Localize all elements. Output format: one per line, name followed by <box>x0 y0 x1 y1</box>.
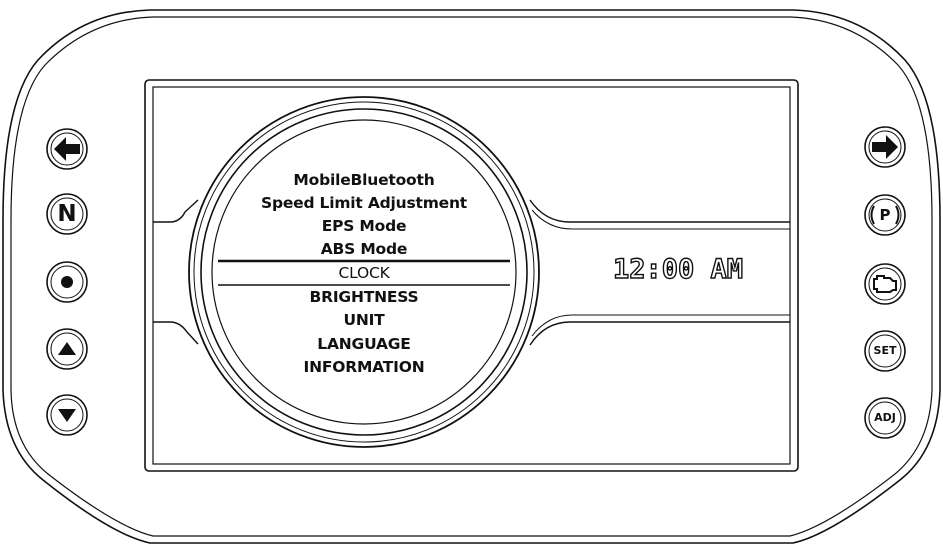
turn-left-arrow-icon <box>46 128 88 170</box>
clock-display: 12:00 AM <box>612 253 744 285</box>
screen-bezel <box>144 79 799 472</box>
trim-line-lower-right-2 <box>531 314 790 337</box>
adj-label: ADJ <box>874 411 896 424</box>
trim-line-lower-right <box>529 321 790 346</box>
dial-ring-2 <box>193 101 535 443</box>
housing-inner <box>10 16 933 537</box>
set-label: SET <box>873 344 897 357</box>
down-triangle-icon <box>46 394 88 436</box>
engine-warning-icon <box>864 263 906 305</box>
up-triangle-icon <box>46 328 88 370</box>
menu-item-eps-mode[interactable]: EPS Mode <box>321 217 407 235</box>
housing-outer <box>2 9 941 544</box>
neutral-label: N <box>57 201 77 227</box>
trim-line-lower <box>153 321 199 345</box>
set-button-icon[interactable] <box>864 330 906 372</box>
dial-inner-ring <box>211 119 517 425</box>
dial-ring-3 <box>200 108 528 436</box>
menu-item-unit[interactable]: UNIT <box>343 311 385 329</box>
menu-item-information[interactable]: INFORMATION <box>303 358 425 376</box>
dot-icon <box>46 261 88 303</box>
parking-brake-icon <box>864 194 906 236</box>
neutral-indicator: N <box>46 193 88 235</box>
parking-indicator: P <box>864 194 906 236</box>
trim-line-upper-right-2 <box>531 209 790 230</box>
dial-outer-ring <box>188 96 540 448</box>
adj-button[interactable]: ADJ <box>864 397 906 439</box>
menu-item-language[interactable]: LANGUAGE <box>317 335 411 353</box>
menu-item-abs-mode[interactable]: ABS Mode <box>320 240 408 258</box>
parking-label: P <box>879 206 891 224</box>
neutral-icon <box>46 193 88 235</box>
turn-right-arrow-icon <box>864 126 906 168</box>
trim-line-upper <box>153 199 199 223</box>
set-button[interactable]: SET <box>864 330 906 372</box>
screen <box>152 86 791 465</box>
menu-item-clock[interactable]: CLOCK <box>338 264 390 282</box>
trim-line-upper-right <box>529 199 790 223</box>
adj-button-icon[interactable] <box>864 397 906 439</box>
menu-item-brightness[interactable]: BRIGHTNESS <box>309 288 419 306</box>
menu-item-mobile-bluetooth[interactable]: MobileBluetooth <box>293 171 435 189</box>
menu-item-speed-limit[interactable]: Speed Limit Adjustment <box>260 194 467 212</box>
